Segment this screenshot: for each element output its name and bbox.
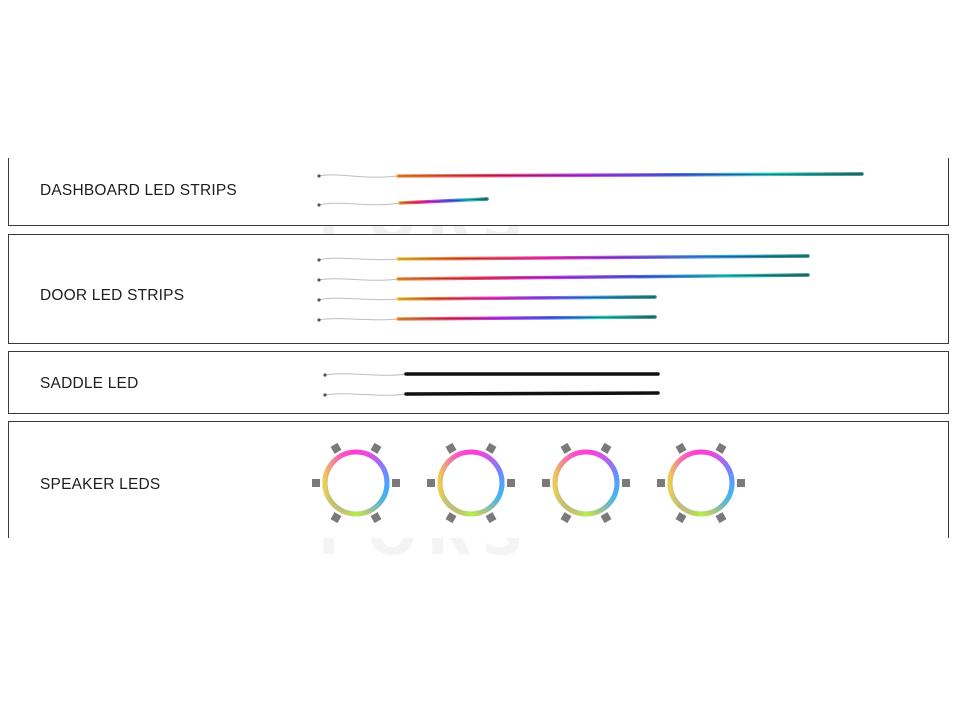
mount-tab: [737, 479, 745, 487]
speaker-rings: [312, 442, 745, 524]
mount-tab: [330, 512, 342, 524]
dashboard-section: DASHBOARD LED STRIPS: [8, 158, 949, 226]
mount-tab: [622, 479, 630, 487]
led-ring-overlay: [552, 449, 620, 517]
speaker-ring: [312, 442, 400, 524]
led-ring-overlay: [667, 449, 735, 517]
mount-tab: [600, 442, 612, 454]
mount-tab: [560, 512, 572, 524]
door-section: DOOR LED STRIPS: [8, 234, 949, 344]
led-ring-overlay: [437, 449, 505, 517]
door-strip-1: [317, 254, 810, 262]
mount-tab: [370, 512, 382, 524]
dashboard-strip-short: [317, 197, 489, 207]
mount-tab: [560, 442, 572, 454]
mount-tab: [392, 479, 400, 487]
mount-tab: [675, 442, 687, 454]
mount-tab: [507, 479, 515, 487]
section-label-saddle: SADDLE LED: [40, 375, 139, 392]
mount-tab: [445, 512, 457, 524]
door-strip-3: [317, 295, 657, 302]
door-strip-2: [317, 273, 810, 282]
saddle-strip-2: [323, 391, 660, 397]
section-label-dashboard: DASHBOARD LED STRIPS: [40, 182, 237, 199]
mount-tab: [445, 442, 457, 454]
section-label-door: DOOR LED STRIPS: [40, 287, 185, 304]
mount-tab: [427, 479, 435, 487]
door-strip-4: [317, 315, 657, 322]
mount-tab: [600, 512, 612, 524]
speaker-ring: [542, 442, 630, 524]
mount-tab: [485, 442, 497, 454]
mount-tab: [370, 442, 382, 454]
mount-tab: [330, 442, 342, 454]
mount-tab: [657, 479, 665, 487]
mount-tab: [715, 442, 727, 454]
mount-tab: [542, 479, 550, 487]
saddle-section: SADDLE LED: [8, 351, 949, 414]
mount-tab: [485, 512, 497, 524]
led-ring-overlay: [322, 449, 390, 517]
mount-tab: [675, 512, 687, 524]
mount-tab: [312, 479, 320, 487]
dashboard-strip-long: [317, 172, 864, 178]
speaker-ring: [427, 442, 515, 524]
saddle-strip-1: [323, 372, 660, 377]
mount-tab: [715, 512, 727, 524]
speaker-section: SPEAKER LEDS: [8, 421, 949, 538]
speaker-ring: [657, 442, 745, 524]
section-label-speaker: SPEAKER LEDS: [40, 476, 161, 493]
